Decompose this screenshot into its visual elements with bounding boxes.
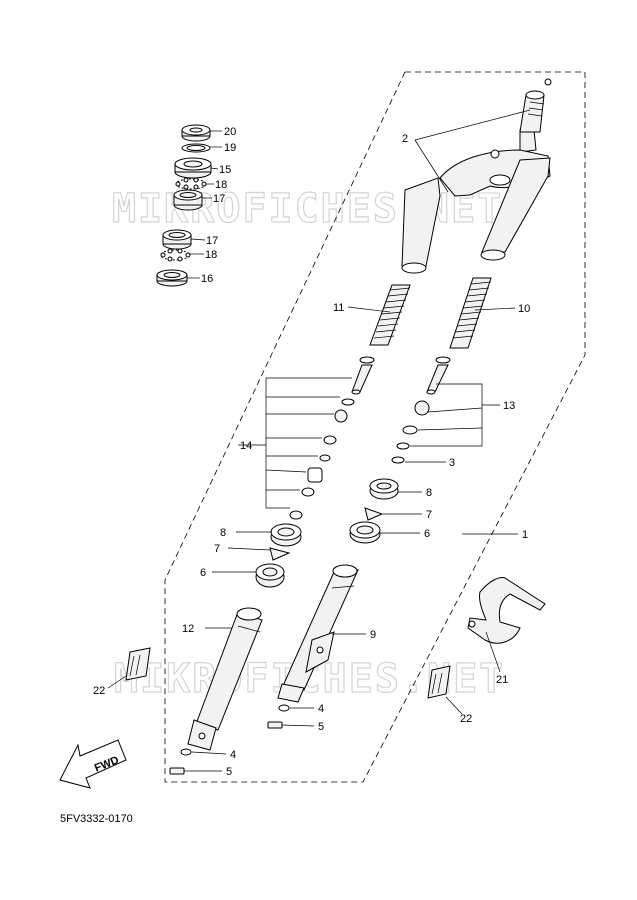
callout-20: 20: [224, 126, 236, 138]
callout-12: 12: [182, 623, 194, 635]
circlip-7-right: [364, 507, 422, 521]
callout-8-right: 8: [426, 487, 432, 499]
callout-16: 16: [201, 273, 213, 285]
assembly-outline: [164, 71, 586, 783]
fwd-arrow: FWD: [59, 739, 127, 789]
fork-spring-11: [347, 284, 411, 346]
callout-3: 3: [449, 457, 455, 469]
callout-7-right: 7: [426, 509, 432, 521]
dust-seal-6-left: [212, 563, 285, 588]
bolt-5-right: [267, 721, 315, 729]
callout-11: 11: [333, 302, 344, 314]
ball-bearing-18-upper: [175, 177, 207, 190]
parts-kit-13: [391, 383, 500, 464]
callout-14: 14: [240, 440, 252, 452]
callout-22-right: 22: [460, 713, 472, 725]
callout-5-left: 5: [226, 766, 232, 778]
callout-4-right: 4: [318, 703, 324, 715]
callout-9: 9: [370, 629, 376, 641]
reflector-22-left: [107, 647, 151, 689]
parts-kit-14: [238, 377, 355, 520]
bolt-5-left: [169, 767, 222, 775]
bearing-race-17-upper: [173, 189, 203, 211]
bracket-21: [467, 577, 546, 673]
damper-rod-left: [351, 356, 375, 395]
ball-bearing-18-lower: [160, 248, 191, 262]
callout-19: 19: [224, 142, 236, 154]
callout-6-left: 6: [200, 567, 206, 579]
callout-2: 2: [402, 133, 408, 145]
ring-nut-15: [174, 157, 212, 179]
callout-18-upper: 18: [215, 179, 227, 191]
callout-4-left: 4: [230, 749, 236, 761]
callout-1: 1: [522, 529, 528, 541]
reflector-22-right: [427, 665, 463, 715]
steering-stem-2: [401, 78, 552, 274]
oil-seal-8-left: [236, 523, 302, 547]
callout-15: 15: [219, 164, 231, 176]
diagram-code: 5FV3332-0170: [60, 813, 133, 825]
oil-seal-8-right: [369, 478, 422, 500]
callout-21: 21: [496, 674, 508, 686]
callout-5-right: 5: [318, 721, 324, 733]
watermark-top: MIKROFICHES.NET: [112, 186, 503, 232]
ring-nut-20: [181, 124, 211, 142]
outer-tube-12: [187, 607, 263, 751]
washer-4-left: [180, 748, 227, 756]
dust-seal-6-right: [349, 521, 420, 544]
callout-8-left: 8: [220, 527, 226, 539]
callout-17-lower: 17: [206, 235, 218, 247]
fork-spring-10: [449, 277, 516, 349]
circlip-7-left: [227, 547, 291, 561]
bearing-race-17-lower: [162, 229, 192, 250]
steering-bearing-set: [156, 124, 222, 287]
outer-tube-9: [277, 564, 366, 703]
callout-13: 13: [503, 400, 515, 412]
callout-7-left: 7: [214, 543, 220, 555]
callout-22-left: 22: [93, 685, 105, 697]
lock-washer-19: [181, 143, 211, 153]
washer-4-right: [278, 704, 314, 712]
damper-rod-right: [426, 356, 451, 395]
seal-16: [156, 269, 188, 287]
callout-18-lower: 18: [205, 249, 217, 261]
callout-6-right: 6: [424, 528, 430, 540]
callout-17-upper: 17: [213, 193, 225, 205]
callout-10: 10: [518, 303, 530, 315]
